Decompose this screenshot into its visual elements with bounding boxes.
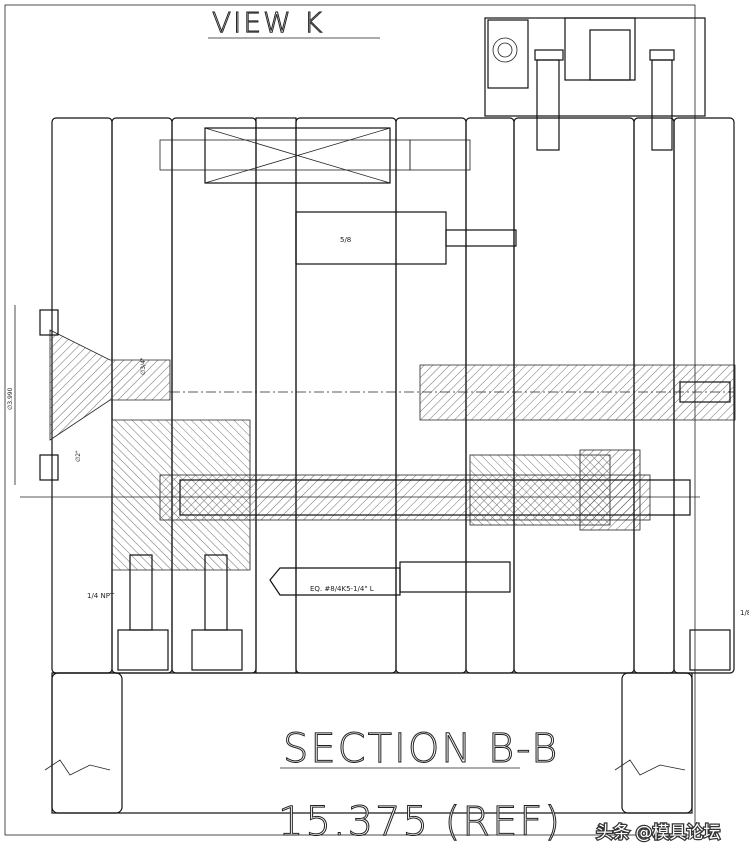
bolt-label: EQ. #8/4K5-1/4" L (310, 585, 374, 593)
lower-bolt: EQ. #8/4K5-1/4" L (269, 561, 511, 596)
npt-label: 1/4 NPT (87, 592, 115, 600)
bottom-rails (44, 672, 693, 814)
side-dim-e: ∅3.990 (7, 387, 14, 410)
right-dim: 1/8 (740, 609, 749, 617)
locating-ring (14, 305, 171, 485)
support-block (159, 127, 471, 184)
ejector-housing (170, 364, 736, 421)
pin-label: 5/8 (340, 236, 351, 244)
nozzle-assembly (20, 419, 700, 571)
top-clamp-detail (484, 17, 706, 151)
side-dim-b: ∅2" (75, 450, 82, 462)
side-dim-a: ∅3/4" (140, 357, 147, 375)
section-title: SECTION B-B (283, 726, 559, 772)
view-title: VIEW K (212, 6, 324, 39)
watermark: 头条 @模具论坛 (596, 823, 720, 843)
water-fittings: 1/4 NPT 1/8 (87, 554, 749, 671)
ref-dimension: 15.375 (REF) (278, 799, 562, 845)
